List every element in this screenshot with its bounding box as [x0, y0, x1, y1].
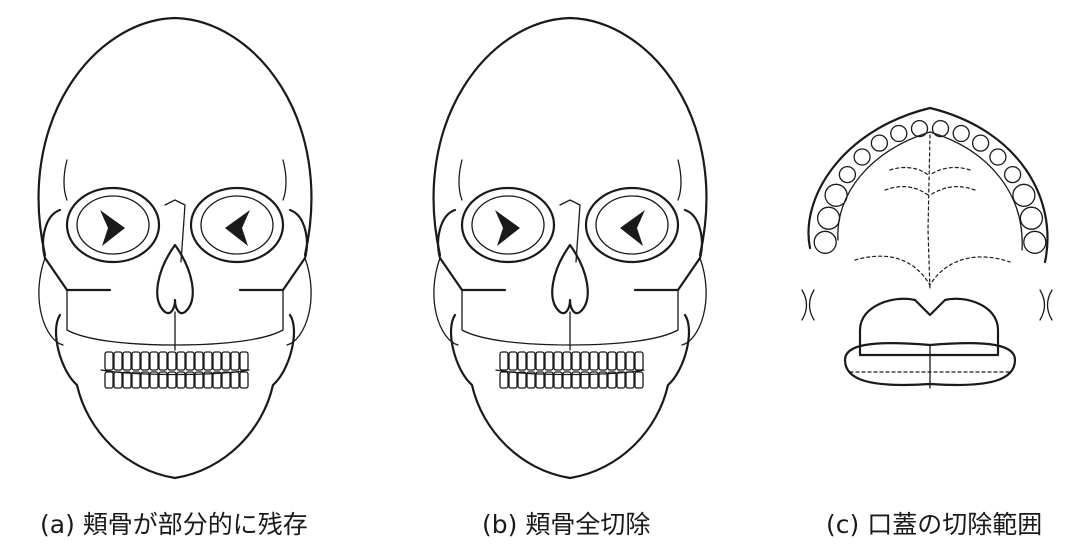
caption-c: (c) 口蓋の切除範囲	[826, 505, 1042, 541]
skull-drawing-b	[400, 0, 740, 500]
caption-a: (a) 頬骨が部分的に残存	[40, 505, 308, 541]
panel-a	[5, 0, 345, 500]
palate-drawing	[790, 0, 1068, 500]
panel-b	[400, 0, 740, 500]
panel-c	[790, 0, 1068, 500]
caption-b: (b) 頬骨全切除	[482, 505, 650, 541]
skull-drawing-a	[5, 0, 345, 500]
